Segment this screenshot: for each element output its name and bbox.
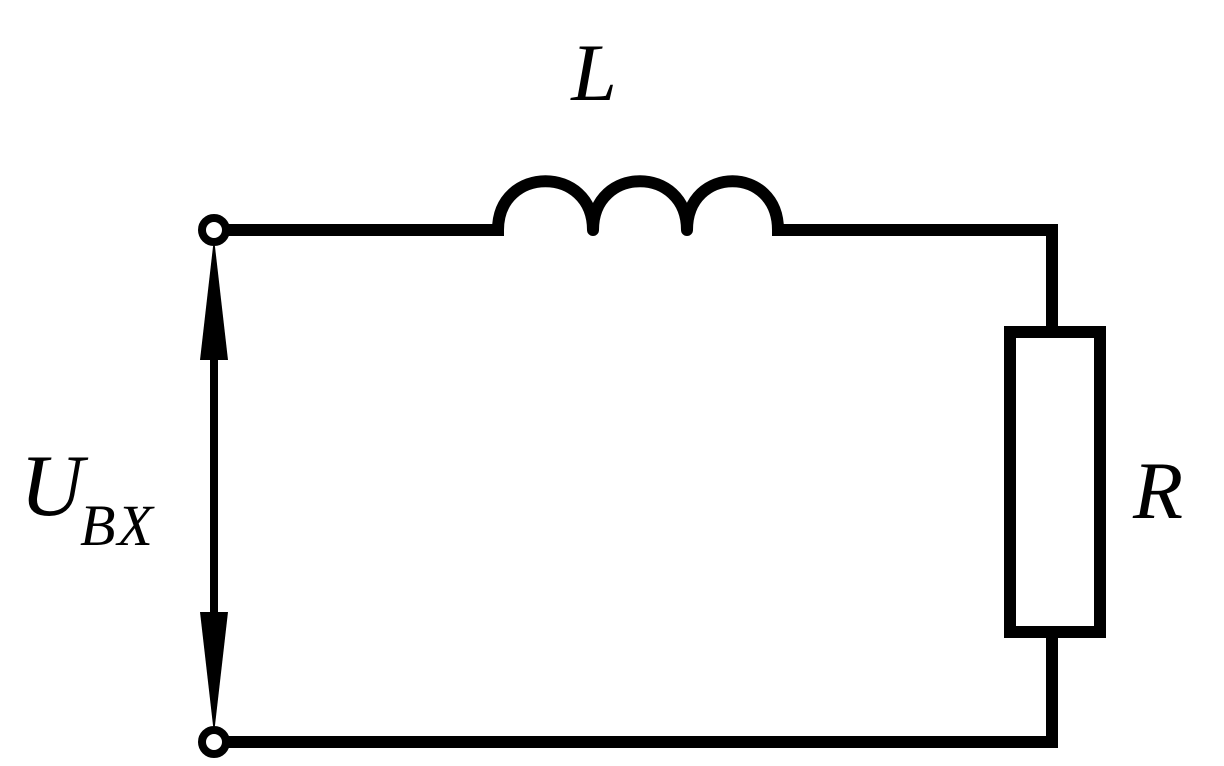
input-voltage-label: U <box>20 438 89 535</box>
voltage-arrow-up-icon <box>200 238 228 360</box>
terminal-top <box>198 214 230 246</box>
bottom-wire <box>210 626 1058 748</box>
top-wire-right <box>772 224 1058 338</box>
terminal-bottom <box>198 726 230 758</box>
resistor-body <box>1004 326 1106 638</box>
resistor-label: R <box>1132 445 1183 536</box>
input-voltage-subscript: BX <box>80 493 155 558</box>
voltage-arrow-down-icon <box>200 612 228 734</box>
inductor-label: L <box>570 27 617 118</box>
inductor-coil <box>492 175 784 236</box>
